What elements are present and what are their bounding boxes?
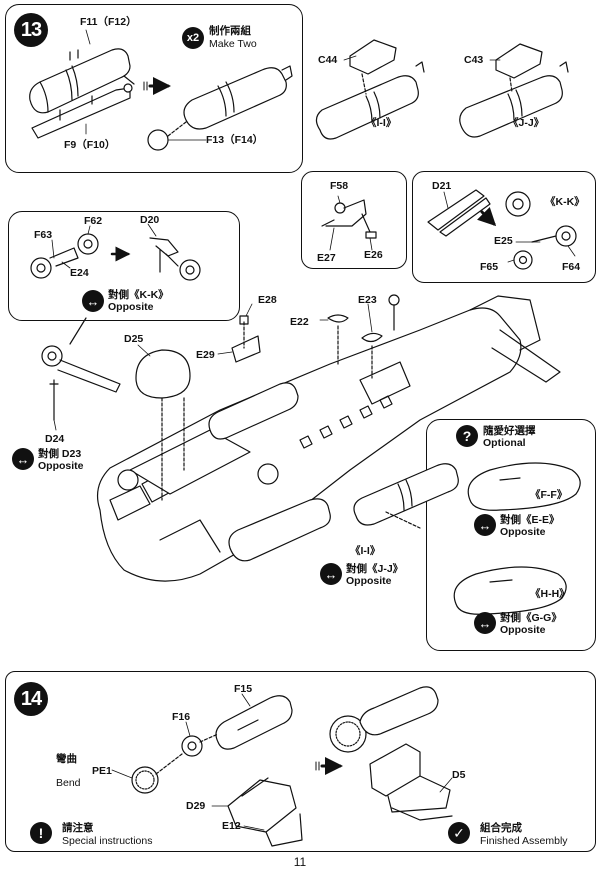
double-arrow-icon: ↔ — [474, 514, 496, 536]
special-zh: 請注意 — [62, 822, 94, 834]
inset-f58-drawing — [321, 199, 377, 239]
opposite-gg-zh: 對側《G-G》 — [500, 612, 562, 624]
step14-drawing — [131, 686, 453, 847]
part-label-f58: F58 — [330, 180, 349, 192]
opposite-jj-zh: 對側《J-J》 — [346, 563, 404, 575]
step13-frame-top — [5, 4, 303, 173]
special-en: Special instructions — [62, 835, 153, 847]
part-label-d5: D5 — [452, 769, 466, 781]
checkmark-icon: ✓ — [448, 822, 470, 844]
optional-en: Optional — [483, 437, 526, 449]
part-label-e23: E23 — [358, 294, 377, 306]
opposite-ee-en: Opposite — [500, 526, 546, 538]
optional-zh: 隨愛好選擇 — [483, 425, 536, 437]
inset-wheels-drawing — [30, 233, 201, 281]
step14-frame — [5, 671, 596, 852]
part-label-f62: F62 — [84, 215, 103, 227]
step14-number: 14 — [14, 682, 48, 716]
part-label-d20: D20 — [140, 214, 160, 226]
part-label-d25: D25 — [124, 333, 144, 345]
view-label-jj: 《J-J》 — [508, 117, 545, 129]
part-label-d29: D29 — [186, 800, 206, 812]
part-label-d24: D24 — [45, 433, 65, 445]
part-label-f11: F11（F12） — [80, 16, 137, 28]
part-label-f65: F65 — [480, 261, 499, 273]
part-label-e27: E27 — [317, 252, 336, 264]
part-label-e12: E12 — [222, 820, 241, 832]
finished-zh: 組合完成 — [480, 822, 522, 834]
view-label-ii-bottom: 《I-I》 — [350, 545, 381, 557]
part-label-f15: F15 — [234, 683, 253, 695]
view-label-ff: 《F-F》 — [530, 489, 568, 501]
part-label-f64: F64 — [562, 261, 581, 273]
step13-inset-kk — [412, 171, 596, 283]
make-two-en: Make Two — [209, 38, 257, 50]
part-label-f13: F13（F14） — [206, 134, 264, 146]
part-label-f9: F9（F10） — [64, 139, 116, 151]
opposite-d23-en: Opposite — [38, 460, 84, 472]
make-two-icon: x2 — [182, 27, 204, 49]
page-number: 11 — [293, 855, 307, 869]
part-label-e22: E22 — [290, 316, 309, 328]
helicopter-drawing — [41, 294, 561, 582]
leader-lines — [51, 29, 576, 831]
double-arrow-icon: ↔ — [474, 612, 496, 634]
step13-inset-wheels — [8, 211, 240, 321]
part-label-e26: E26 — [364, 249, 383, 261]
part-label-e25: E25 — [494, 235, 513, 247]
double-arrow-icon: ↔ — [82, 290, 104, 312]
double-arrow-icon: ↔ — [320, 563, 342, 585]
view-label-hh: 《H-H》 — [530, 588, 570, 600]
pod-c44-drawing — [315, 39, 425, 140]
pod-c43-drawing — [459, 43, 569, 138]
make-two-zh: 制作兩組 — [209, 25, 251, 37]
optional-pods-drawing — [453, 462, 581, 615]
part-label-d21: D21 — [432, 180, 452, 192]
part-label-c43: C43 — [464, 54, 484, 66]
inset-kk-drawing — [427, 189, 577, 270]
opposite-ee-zh: 對側《E-E》 — [500, 514, 560, 526]
opposite-kk-en: Opposite — [108, 301, 154, 313]
bend-zh: 彎曲 — [56, 753, 77, 765]
part-label-pe1: PE1 — [92, 765, 112, 777]
question-icon: ? — [456, 425, 478, 447]
opposite-jj-en: Opposite — [346, 575, 392, 587]
view-label-ii: 《I-I》 — [366, 117, 397, 129]
arrow-flow-1 — [143, 77, 171, 95]
part-label-e29: E29 — [196, 349, 215, 361]
step13-inset-f58 — [301, 171, 407, 269]
part-label-f63: F63 — [34, 229, 53, 241]
view-label-kk: 《K-K》 — [545, 196, 585, 208]
part-label-e28: E28 — [258, 294, 277, 306]
part-label-f16: F16 — [172, 711, 191, 723]
step13-inset-optional — [426, 419, 596, 651]
finished-en: Finished Assembly — [480, 835, 568, 847]
part-label-e24: E24 — [70, 267, 89, 279]
bend-en: Bend — [56, 777, 81, 789]
exclamation-icon: ! — [30, 822, 52, 844]
opposite-kk-zh: 對側《K-K》 — [108, 289, 169, 301]
rocket-pod-f11-drawing — [29, 48, 135, 139]
double-arrow-icon: ↔ — [12, 448, 34, 470]
step13-number: 13 — [14, 13, 48, 47]
opposite-gg-en: Opposite — [500, 624, 546, 636]
part-label-c44: C44 — [318, 54, 338, 66]
opposite-d23-zh: 對側 D23 — [38, 448, 82, 460]
